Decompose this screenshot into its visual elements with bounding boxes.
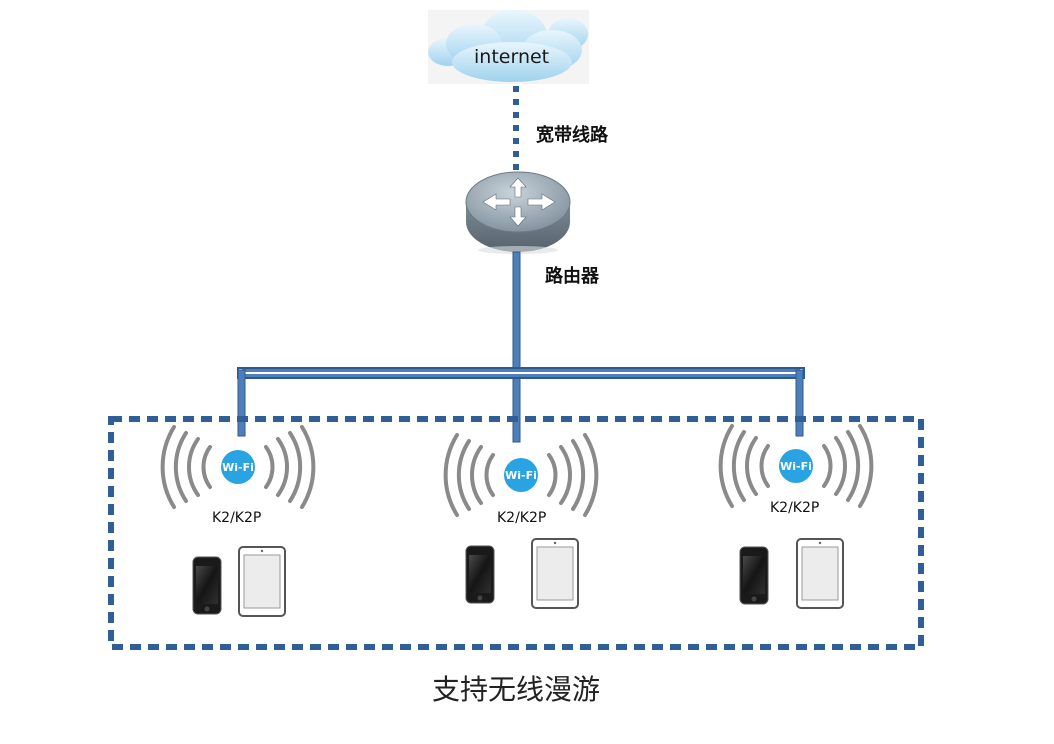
access-point-1: Wi-Fi [160,425,316,509]
wifi-signal-icon [443,433,599,517]
smartphone-icon [465,545,495,604]
distribution-bus [237,367,805,437]
diagram-caption: 支持无线漫游 [432,673,601,706]
wifi-signal-icon [160,425,316,509]
access-point-label: K2/K2P [770,500,820,516]
broadband-line-label: 宽带线路 [536,125,608,146]
router-cable [512,251,521,443]
access-point-2: Wi-Fi [443,433,599,517]
wifi-signal-icon [718,424,874,508]
wifi-badge-text: Wi-Fi [505,469,537,482]
wifi-badge [779,449,813,483]
wifi-badge-text: Wi-Fi [222,461,254,474]
access-point-label: K2/K2P [212,510,262,526]
wifi-badge [504,458,538,492]
tablet-icon [796,538,844,609]
tablet-icon [531,538,579,609]
internet-label: internet [474,46,550,68]
wifi-badge-text: Wi-Fi [780,460,812,473]
coverage-area-box [108,416,924,650]
smartphone-icon [192,556,222,615]
access-point-label: K2/K2P [497,510,547,526]
router-label: 路由器 [545,266,599,287]
tablet-icon [238,546,286,617]
access-point-3: Wi-Fi [718,424,874,508]
internet-cloud [428,10,589,84]
router-icon [465,171,571,254]
wifi-badge [221,450,255,484]
smartphone-icon [739,546,769,605]
